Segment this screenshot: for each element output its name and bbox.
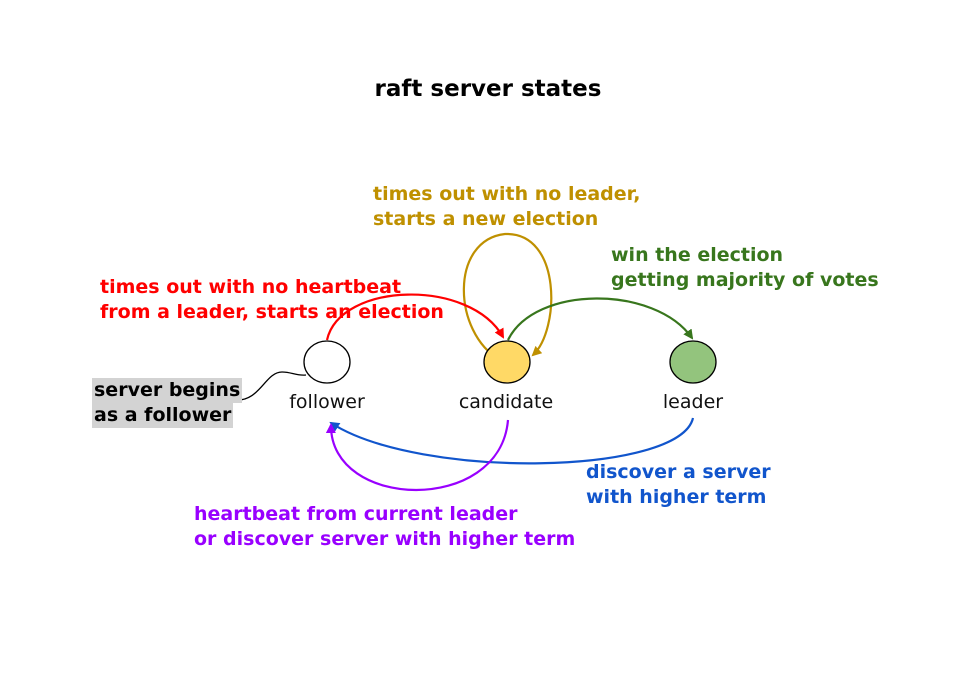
diagram-title: raft server states — [374, 76, 602, 102]
candidate-self-loop-line1: times out with no leader, — [373, 183, 641, 205]
follower-to-candidate-line1: times out with no heartbeat — [100, 276, 402, 298]
candidate-self-loop-arrow — [462, 232, 553, 361]
follower-to-candidate-label: times out with no heartbeat from a leade… — [100, 275, 444, 325]
candidate-node — [483, 340, 531, 384]
candidate-to-follower-line2: or discover server with higher term — [194, 528, 576, 550]
leader-to-follower-line1: discover a server — [586, 461, 771, 483]
start-note: server begins as a follower — [92, 378, 243, 428]
leader-label: leader — [662, 391, 724, 413]
candidate-to-leader-line2: getting majority of votes — [611, 269, 879, 291]
candidate-to-follower-label: heartbeat from current leader or discove… — [194, 502, 575, 552]
candidate-to-leader-label: win the election getting majority of vot… — [611, 243, 879, 293]
candidate-to-leader-line1: win the election — [611, 244, 784, 266]
start-note-line1: server begins — [92, 378, 243, 403]
candidate-to-follower-arrow — [325, 419, 510, 491]
follower-to-candidate-arrow — [325, 293, 504, 341]
follower-label: follower — [289, 391, 365, 413]
leader-to-follower-line2: with higher term — [586, 486, 767, 508]
start-connector — [234, 371, 307, 401]
follower-node — [303, 340, 351, 384]
candidate-self-loop-label: times out with no leader, starts a new e… — [373, 182, 640, 232]
leader-to-follower-label: discover a server with higher term — [586, 460, 771, 510]
candidate-self-loop-line2: starts a new election — [373, 208, 599, 230]
start-note-line2: as a follower — [92, 403, 234, 428]
candidate-label: candidate — [458, 391, 554, 413]
leader-to-follower-arrow — [329, 417, 695, 465]
leader-node — [669, 340, 717, 384]
candidate-to-leader-arrow — [507, 297, 694, 341]
follower-to-candidate-line2: from a leader, starts an election — [100, 301, 444, 323]
candidate-to-follower-line1: heartbeat from current leader — [194, 503, 518, 525]
